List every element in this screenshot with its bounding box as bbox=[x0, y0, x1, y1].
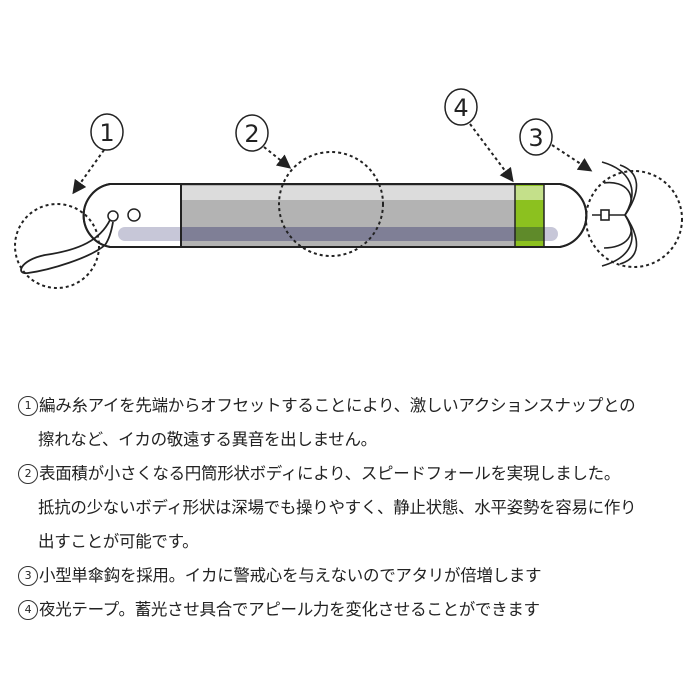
svg-text:4: 4 bbox=[453, 94, 468, 122]
callout-4: 4 bbox=[444, 88, 478, 126]
feature-2-cont: 出すことが可能です。 bbox=[38, 532, 199, 551]
focus-circle-body bbox=[278, 151, 384, 257]
eye-icon bbox=[127, 208, 141, 222]
svg-text:2: 2 bbox=[244, 120, 259, 148]
feature-1-cont: 擦れなど、イカの敬遠する異音を出しません。 bbox=[38, 430, 377, 449]
braided-eye-loop bbox=[20, 219, 114, 274]
callout-3: 3 bbox=[519, 118, 553, 156]
umbrella-hook-icon bbox=[592, 161, 638, 267]
callout-2: 2 bbox=[235, 114, 269, 152]
svg-text:1: 1 bbox=[99, 119, 114, 147]
feature-text: 夜光テープ。蓄光させ具合でアピール力を変化させることができます bbox=[39, 600, 540, 619]
feature-number: 1 bbox=[18, 396, 38, 416]
focus-circle-eye bbox=[14, 203, 100, 289]
jig-body bbox=[20, 161, 638, 274]
feature-text: 小型単傘鈎を採用。イカに警戒心を与えないのでアタリが倍増します bbox=[39, 566, 542, 585]
callout-arrow-2 bbox=[263, 146, 292, 169]
svg-text:3: 3 bbox=[528, 124, 543, 152]
focus-circle-hook bbox=[585, 170, 683, 268]
feature-2-cont: 抵抗の少ないボディ形状は深場でも操りやすく、静止状態、水平姿勢を容易に作り bbox=[38, 498, 637, 517]
callout-arrow-4 bbox=[469, 123, 514, 183]
feature-text: 編み糸アイを先端からオフセットすることにより、激しいアクションスナップとの bbox=[39, 396, 636, 415]
feature-text: 表面積が小さくなる円筒形状ボディにより、スピードフォールを実現しました。 bbox=[39, 464, 621, 483]
callout-arrow-3 bbox=[551, 144, 593, 172]
feature-number: 2 bbox=[18, 464, 38, 484]
callout-arrow-1 bbox=[72, 149, 105, 195]
callout-1: 1 bbox=[90, 113, 124, 151]
squid-jig-diagram: 1 2 4 3 bbox=[14, 88, 683, 289]
feature-number: 4 bbox=[18, 600, 38, 620]
line-eye-icon bbox=[107, 210, 119, 222]
feature-number: 3 bbox=[18, 566, 38, 586]
